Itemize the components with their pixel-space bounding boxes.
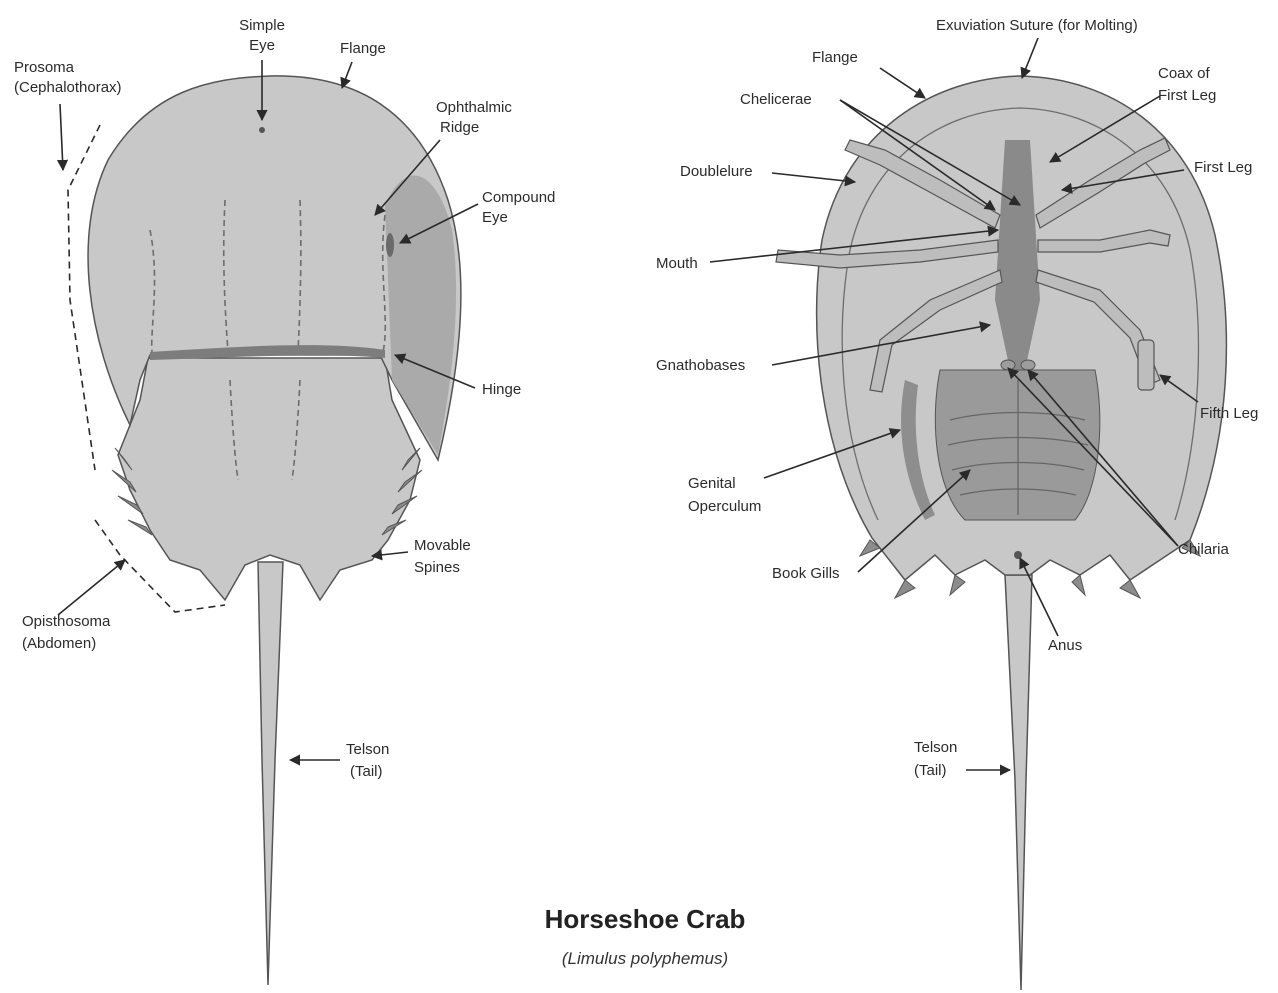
label-simple-eye: Simple [239, 17, 285, 34]
label-anus: Anus [1048, 637, 1082, 654]
label-opisthosoma-sub: (Abdomen) [22, 635, 96, 652]
label-simple-eye-sub: Eye [249, 37, 275, 54]
label-chilaria: Chilaria [1178, 541, 1230, 558]
label-genital-operculum: Genital [688, 475, 736, 492]
label-exuviation-suture: Exuviation Suture (for Molting) [936, 17, 1138, 34]
ventral-telson [1005, 575, 1032, 990]
label-telson-dorsal-sub: (Tail) [350, 763, 383, 780]
label-coax-first-leg: Coax of [1158, 65, 1211, 82]
label-chelicerae: Chelicerae [740, 91, 812, 108]
compound-eye-mark [386, 233, 394, 257]
anus-mark [1014, 551, 1022, 559]
label-first-leg: First Leg [1194, 159, 1252, 176]
label-genital-operculum-sub: Operculum [688, 498, 761, 515]
label-telson-dorsal: Telson [346, 741, 389, 758]
label-compound-eye: Compound [482, 189, 555, 206]
label-telson-ventral: Telson [914, 739, 957, 756]
ventral-view [776, 76, 1226, 990]
label-fifth-leg: Fifth Leg [1200, 405, 1258, 422]
label-mouth: Mouth [656, 255, 698, 272]
label-hinge: Hinge [482, 381, 521, 398]
label-opisthosoma: Opisthosoma [22, 613, 111, 630]
label-flange-ventral: Flange [812, 49, 858, 66]
label-doublelure: Doublelure [680, 163, 753, 180]
simple-eye-mark [259, 127, 265, 133]
label-flange-dorsal: Flange [340, 40, 386, 57]
label-book-gills: Book Gills [772, 565, 840, 582]
label-prosoma: Prosoma [14, 59, 75, 76]
label-gnathobases: Gnathobases [656, 357, 745, 374]
label-movable-spines: Movable [414, 537, 471, 554]
label-coax-first-leg-sub: First Leg [1158, 87, 1216, 104]
genital-operculum [935, 370, 1100, 520]
label-ophthalmic-ridge-sub: Ridge [440, 119, 479, 136]
dorsal-telson [258, 562, 283, 985]
label-prosoma-sub: (Cephalothorax) [14, 79, 122, 96]
diagram-subtitle: (Limulus polyphemus) [562, 949, 728, 968]
label-ophthalmic-ridge: Ophthalmic [436, 99, 512, 116]
label-telson-ventral-sub: (Tail) [914, 762, 947, 779]
label-movable-spines-sub: Spines [414, 559, 460, 576]
label-compound-eye-sub: Eye [482, 209, 508, 226]
diagram-title: Horseshoe Crab [545, 904, 746, 934]
dorsal-view [68, 76, 461, 985]
